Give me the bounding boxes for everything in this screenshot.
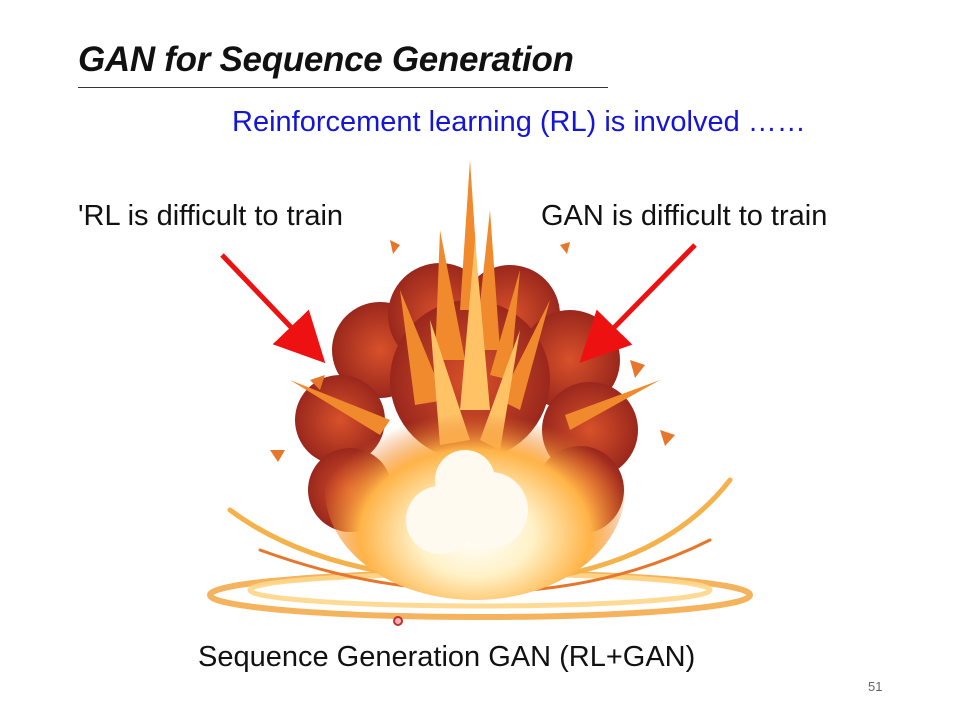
debris (270, 240, 675, 462)
core-puffs (406, 450, 528, 554)
slide-title: GAN for Sequence Generation (78, 40, 574, 79)
slide-caption: Sequence Generation GAN (RL+GAN) (198, 641, 696, 673)
rl-difficulty-label: 'RL is difficult to train (78, 200, 344, 232)
title-underline (78, 87, 608, 88)
gan-difficulty-label: GAN is difficult to train (541, 200, 828, 232)
explosion-illustration (207, 160, 753, 620)
page-number: 51 (868, 679, 883, 694)
pointer-dot (393, 616, 403, 626)
slide-subtitle: Reinforcement learning (RL) is involved … (232, 106, 806, 138)
